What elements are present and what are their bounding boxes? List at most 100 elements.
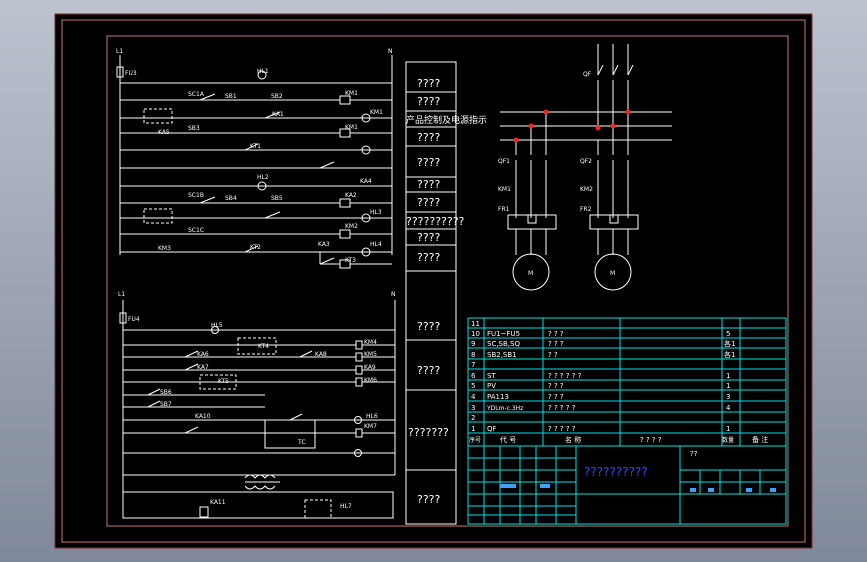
bus-junction-nodes — [513, 109, 631, 143]
bom-qty: 1 — [726, 372, 730, 380]
bom-table — [467, 317, 787, 525]
bom-no: 1 — [471, 425, 475, 433]
circuit-label: KA9 — [364, 364, 376, 371]
circuit-label: SB5 — [271, 195, 283, 202]
panel-row-label: ???? — [417, 77, 441, 90]
panel-row-label: ???? — [417, 320, 441, 333]
bom-header-code: 代 号 — [500, 435, 516, 444]
bom-no: 6 — [471, 372, 476, 380]
bom-qty: 1 — [726, 425, 730, 433]
bom-code: PA113 — [487, 393, 509, 401]
bom-name: ? ? ? — [548, 330, 564, 338]
bom-qty: 3 — [726, 393, 730, 401]
circuit-label: KA10 — [195, 413, 211, 420]
upper-control-circuit — [116, 55, 393, 269]
bom-name: ? ? ? — [548, 340, 564, 348]
bom-code: PV — [487, 382, 496, 390]
panel-row-label: ???? — [417, 196, 441, 209]
bom-header-name: 名 称 — [565, 435, 581, 444]
bom-qty: 各1 — [724, 339, 735, 348]
circuit-label: KM1 — [345, 90, 358, 97]
bom-no: 11 — [471, 320, 480, 328]
circuit-label: KM1 — [345, 124, 358, 131]
bom-code: SC,SB,SQ — [487, 340, 520, 348]
motor-label: FR1 — [498, 206, 510, 213]
sheet-border-inner — [106, 35, 789, 527]
circuit-label: KT4 — [258, 343, 269, 350]
bom-code: QF — [487, 425, 497, 433]
bom-no: 3 — [471, 404, 475, 412]
bom-header-note: 备 注 — [752, 435, 768, 444]
sheet-border-outer — [61, 19, 806, 543]
bom-no: 2 — [471, 414, 475, 422]
circuit-label: KT3 — [345, 257, 356, 264]
circuit-label: KA2 — [345, 192, 357, 199]
panel-row-label: ???? — [417, 178, 441, 191]
drawing-title: ?????????? — [584, 465, 648, 479]
motor-label: QF1 — [498, 158, 510, 165]
bom-header-spec: ? ? ? ? — [640, 436, 662, 444]
circuit-label: KM3 — [158, 245, 171, 252]
panel-row-label: ???? — [417, 131, 441, 144]
circuit-label: KM1 — [370, 109, 383, 116]
circuit-label: KT5 — [218, 378, 229, 385]
circuit-label: SB6 — [160, 389, 172, 396]
bom-code: ST — [487, 372, 496, 380]
circuit-label: KA7 — [197, 364, 209, 371]
bom-name: ? ? ? ? ? — [548, 404, 576, 412]
fuse-label: FU3 — [125, 70, 137, 77]
title-block-note: ?? — [690, 450, 698, 458]
circuit-label: KT2 — [250, 244, 261, 251]
panel-label-column — [405, 61, 457, 525]
circuit-label: KA1 — [272, 111, 284, 118]
circuit-label: KM7 — [364, 423, 377, 430]
circuit-label: SC1C — [188, 227, 204, 234]
bom-header-no: 序号 — [469, 436, 481, 444]
motor-symbol: M — [528, 270, 533, 277]
panel-row-label: ??????? — [408, 426, 449, 439]
circuit-label: HL2 — [257, 174, 269, 181]
panel-row-label: ?????????? — [406, 215, 465, 228]
drawing-canvas — [54, 13, 813, 549]
motor-main-circuit — [500, 44, 672, 291]
bom-name: ? ? ? — [548, 393, 564, 401]
circuit-label: KM4 — [364, 339, 377, 346]
motor-label: KM2 — [580, 186, 593, 193]
title-block-marks — [500, 484, 776, 492]
circuit-label: SB2 — [271, 93, 283, 100]
circuit-label: HL6 — [366, 413, 378, 420]
panel-row-label: ???? — [417, 231, 441, 244]
circuit-label: SC1A — [188, 91, 205, 98]
panel-row-label: ???? — [417, 95, 441, 108]
circuit-label: KM6 — [364, 377, 377, 384]
circuit-label: KA8 — [315, 351, 327, 358]
circuit-label: SC1B — [188, 192, 204, 199]
motor-label: QF2 — [580, 158, 592, 165]
circuit-label: KM2 — [345, 223, 358, 230]
bom-qty: 1 — [726, 382, 730, 390]
bom-qty: 5 — [726, 330, 730, 338]
bom-no: 4 — [471, 393, 476, 401]
bom-code: YDLm-c.3Hz — [486, 405, 523, 412]
bom-qty: 4 — [726, 404, 731, 412]
lower-rail-right-label: N — [391, 291, 396, 298]
lower-rail-left-label: L1 — [118, 291, 125, 298]
bom-no: 10 — [471, 330, 480, 338]
circuit-label: SB1 — [225, 93, 237, 100]
circuit-label: HL1 — [257, 68, 269, 75]
panel-row-label: ???? — [417, 251, 441, 264]
bom-no: 7 — [471, 361, 475, 369]
motor-label: FR2 — [580, 206, 592, 213]
lower-fuse-label: FU4 — [128, 316, 140, 323]
motor-symbol: M — [610, 270, 615, 277]
bom-name: ? ? ? ? ? — [548, 425, 576, 433]
circuit-label: KA11 — [210, 499, 226, 506]
panel-row-label: ???? — [417, 493, 441, 506]
bom-name: ? ? — [548, 351, 558, 359]
circuit-label: KT1 — [250, 143, 261, 150]
bom-code: FU1~FU5 — [487, 330, 520, 338]
circuit-label: TC — [297, 439, 306, 446]
bom-no: 8 — [471, 351, 475, 359]
circuit-label: KM5 — [364, 351, 377, 358]
